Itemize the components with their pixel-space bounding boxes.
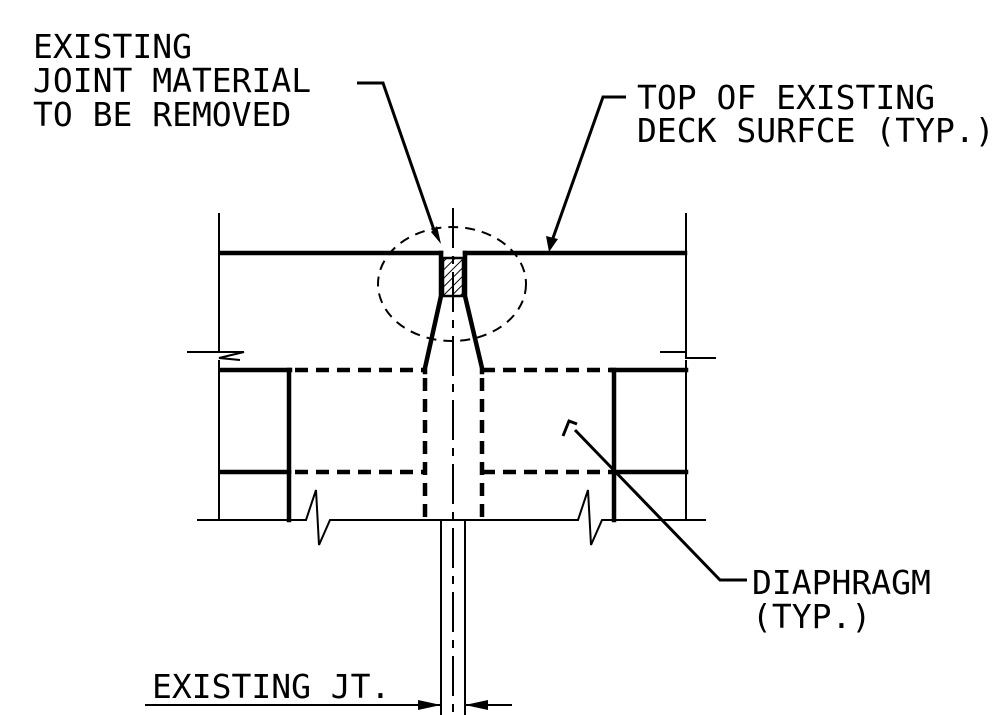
joint-material-label-line-1: EXISTING xyxy=(33,27,192,66)
deck-slab-left xyxy=(187,213,444,520)
deck-surface-label-line-1: TOP OF EXISTING xyxy=(637,78,935,117)
diaphragm-label-line-1: DIAPHRAGM xyxy=(752,563,931,602)
leader-deck-surface xyxy=(546,95,626,252)
joint-material-label: EXISTING JOINT MATERIAL TO BE REMOVED xyxy=(33,27,311,134)
joint-material-label-line-2: JOINT MATERIAL xyxy=(33,61,311,100)
girder-left xyxy=(218,367,292,523)
leader-joint-material xyxy=(357,81,441,244)
diaphragm-hidden-lines xyxy=(295,367,612,518)
deck-slab-right xyxy=(462,213,716,520)
bottom-break-line xyxy=(197,489,706,546)
diaphragm-label: DIAPHRAGM (TYP.) xyxy=(752,563,931,636)
joint-material-label-line-3: TO BE REMOVED xyxy=(33,95,291,134)
girder-right xyxy=(611,367,689,523)
deck-surface-label: TOP OF EXISTING DECK SURFCE (TYP.) xyxy=(637,78,995,150)
deck-surface-label-line-2: DECK SURFCE (TYP.) xyxy=(637,111,995,150)
joint-width-dimension xyxy=(145,520,512,715)
diaphragm-label-line-2: (TYP.) xyxy=(752,597,871,636)
existing-joint-label: EXISTING JT. xyxy=(152,667,390,706)
leader-diaphragm xyxy=(561,419,747,582)
